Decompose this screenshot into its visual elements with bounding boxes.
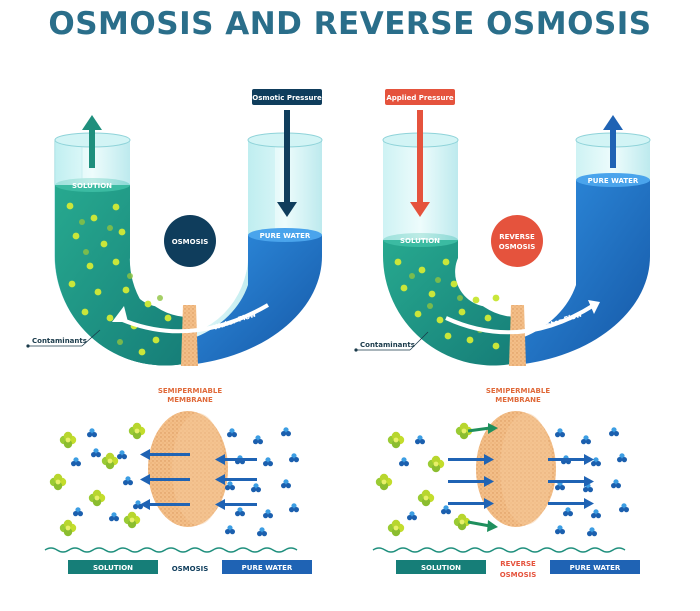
bottom-reverse-label-1: REVERSE: [500, 560, 536, 568]
solution-label-left: SOLUTION: [72, 182, 112, 190]
reverse-osmosis-badge: [491, 215, 543, 267]
reverse-osmosis-badge-label-2: OSMOSIS: [499, 243, 536, 251]
applied-pressure-label: Applied Pressure: [386, 94, 454, 102]
osmotic-pressure-label: Osmotic Pressure: [252, 94, 322, 102]
bottom-solution-label-right: SOLUTION: [421, 564, 461, 572]
contaminants-label-left: Contaminants: [32, 337, 87, 345]
pure-water-label-left: PURE WATER: [260, 232, 311, 240]
bottom-solution-label-left: SOLUTION: [93, 564, 133, 572]
contaminant-dots-left: [66, 202, 172, 356]
applied-pressure-box: [385, 89, 455, 105]
up-arrow-icon: [603, 115, 623, 168]
pure-water-bar-left: [222, 560, 312, 574]
solution-label-right: SOLUTION: [400, 237, 440, 245]
bottom-pure-water-label-right: PURE WATER: [570, 564, 621, 572]
pure-water-bar-right: [550, 560, 640, 574]
osmosis-molecule-diagram: [49, 411, 299, 537]
up-arrow-icon: [82, 115, 102, 168]
contaminant-dots-right: [394, 258, 500, 350]
bottom-pure-water-label-left: PURE WATER: [242, 564, 293, 572]
bottom-reverse-label-2: OSMOSIS: [500, 571, 537, 579]
osmosis-badge-label: OSMOSIS: [172, 238, 209, 246]
reverse-osmosis-badge-label-1: REVERSE: [499, 233, 535, 241]
down-arrow-icon: [277, 110, 297, 217]
page-title: OSMOSIS AND REVERSE OSMOSIS: [48, 6, 652, 42]
bottom-osmosis-label: OSMOSIS: [172, 565, 209, 573]
curved-arrow-icon: [112, 303, 269, 334]
reverse-osmosis-molecule-diagram: [375, 411, 629, 537]
down-arrow-icon: [410, 110, 430, 217]
pure-water-label-right: PURE WATER: [588, 177, 639, 185]
membrane-label-right-1: SEMIPERMIABLE: [486, 387, 550, 395]
contaminants-label-right: Contaminants: [360, 341, 415, 349]
osmotic-pressure-box: [252, 89, 322, 105]
solution-bar-left: [68, 560, 158, 574]
membrane-label-right-2: MEMBRANE: [495, 396, 541, 404]
reverse-osmosis-u-tube: [382, 132, 651, 366]
osmosis-badge: [164, 215, 216, 267]
membrane-label-left-2: MEMBRANE: [167, 396, 213, 404]
membrane-label-left-1: SEMIPERMIABLE: [158, 387, 222, 395]
solution-bar-right: [396, 560, 486, 574]
curved-arrow-icon: [445, 300, 600, 335]
